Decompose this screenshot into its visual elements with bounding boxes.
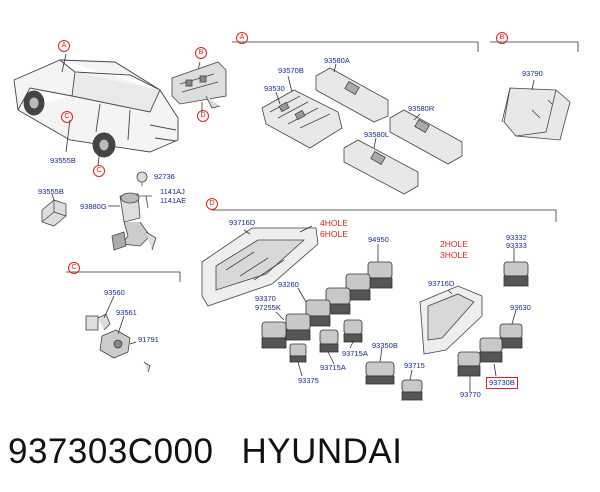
label-93555B-car: 93555B bbox=[50, 156, 76, 165]
label-93880G: 93880G bbox=[80, 202, 107, 211]
label-93715: 93715 bbox=[404, 361, 425, 370]
section-c-bracket bbox=[66, 271, 181, 282]
window-switch-93580R bbox=[389, 109, 463, 165]
label-93561: 93561 bbox=[116, 308, 137, 317]
label-94950: 94950 bbox=[368, 235, 389, 244]
note-4hole: 4HOLE bbox=[320, 218, 348, 228]
note-3hole: 3HOLE bbox=[440, 250, 468, 260]
connector-93560 bbox=[85, 313, 151, 373]
label-92736: 92736 bbox=[154, 172, 175, 181]
part-93555B bbox=[41, 199, 67, 227]
label-93580A: 93580A bbox=[324, 56, 350, 65]
label-93560: 93560 bbox=[104, 288, 125, 297]
window-switch-93580L bbox=[343, 139, 419, 195]
window-switch-93580A bbox=[315, 67, 389, 123]
label-93570B: 93570B bbox=[278, 66, 304, 75]
label-1141AE: 1141AE bbox=[160, 196, 187, 205]
note-6hole: 6HOLE bbox=[320, 229, 348, 239]
brand-name: HYUNDAI bbox=[241, 432, 403, 471]
label-93630: 93630 bbox=[510, 303, 531, 312]
section-a-header: A bbox=[236, 32, 248, 44]
diagram-drawing bbox=[13, 41, 579, 401]
section-c-callout-car-2: C bbox=[93, 165, 105, 177]
window-switch-93530 bbox=[261, 89, 343, 149]
label-93716D-left: 93716D bbox=[229, 218, 256, 227]
label-97255K: 97255K bbox=[255, 303, 281, 312]
section-b-bracket bbox=[490, 41, 579, 52]
parts-diagram: A C C B D A B C D 93555B 93555B 92736 11… bbox=[13, 32, 579, 401]
label-93530: 93530 bbox=[264, 84, 285, 93]
label-93332: 93332 bbox=[506, 233, 527, 242]
car-illustration bbox=[13, 59, 179, 158]
label-1141AJ: 1141AJ bbox=[160, 187, 185, 196]
section-a-bracket bbox=[232, 41, 479, 52]
section-c-callout-car-1: C bbox=[61, 111, 73, 123]
section-a-callout-car: A bbox=[58, 40, 70, 52]
label-93580R: 93580R bbox=[408, 104, 435, 113]
console-panel bbox=[171, 61, 227, 109]
part-number: 937303C000 bbox=[8, 432, 214, 471]
label-93716D-right: 93716D bbox=[428, 279, 455, 288]
part-93790 bbox=[501, 87, 571, 141]
label-93333: 93333 bbox=[506, 241, 527, 250]
lamp-assembly bbox=[111, 192, 157, 251]
label-93375: 93375 bbox=[298, 376, 319, 385]
section-d-callout-car: D bbox=[197, 110, 209, 122]
label-93350B: 93350B bbox=[372, 341, 398, 350]
label-93370: 93370 bbox=[255, 294, 276, 303]
bezel-93716D-right bbox=[419, 285, 483, 355]
bezel-93716D-left bbox=[201, 227, 319, 307]
label-93715A-1: 93715A bbox=[342, 349, 368, 358]
section-d-bracket bbox=[212, 209, 557, 222]
label-93790: 93790 bbox=[522, 69, 543, 78]
highlighted-part-93730B[interactable]: 93730B bbox=[486, 377, 518, 389]
label-93260: 93260 bbox=[278, 280, 299, 289]
section-b-header: B bbox=[496, 32, 508, 44]
label-93715A-2: 93715A bbox=[320, 363, 346, 372]
section-c-header: C bbox=[68, 262, 80, 274]
section-d-header: D bbox=[206, 198, 218, 210]
part-caption: 937303C000 HYUNDAI bbox=[8, 432, 431, 472]
note-2hole: 2HOLE bbox=[440, 239, 468, 249]
label-93555B: 93555B bbox=[38, 187, 64, 196]
label-91791: 91791 bbox=[138, 335, 159, 344]
label-93580L: 93580L bbox=[364, 130, 390, 139]
section-b-callout-car: B bbox=[195, 47, 207, 59]
bulb-92736 bbox=[136, 171, 148, 186]
label-93770: 93770 bbox=[460, 390, 481, 399]
